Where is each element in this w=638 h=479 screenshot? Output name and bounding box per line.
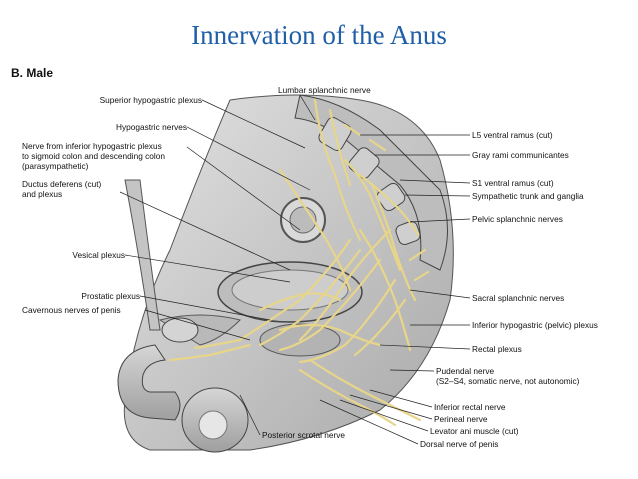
label-gray-rami: Gray rami communicantes bbox=[472, 150, 569, 160]
slide-title: Innervation of the Anus bbox=[191, 20, 447, 50]
label-sympathetic-trunk: Sympathetic trunk and ganglia bbox=[472, 191, 584, 201]
label-nerve-inferior-hypogastric-3: (parasympathetic) bbox=[22, 161, 89, 171]
label-pudendal-nerve-1: Pudendal nerve bbox=[436, 366, 495, 376]
label-ductus-deferens-1: Ductus deferens (cut) bbox=[22, 179, 102, 189]
label-posterior-scrotal-nerve: Posterior scrotal nerve bbox=[262, 430, 346, 440]
label-cavernous-nerves: Cavernous nerves of penis bbox=[22, 305, 121, 315]
autonomic-nerve-plexus bbox=[168, 98, 430, 427]
label-l5-ventral-ramus: L5 ventral ramus (cut) bbox=[472, 130, 553, 140]
label-perineal-nerve: Perineal nerve bbox=[434, 414, 488, 424]
panel-label: B. Male bbox=[11, 66, 54, 80]
label-pudendal-nerve-2: (S2–S4, somatic nerve, not autonomic) bbox=[436, 376, 580, 386]
label-dorsal-nerve-of-penis: Dorsal nerve of penis bbox=[420, 439, 499, 449]
label-inferior-rectal-nerve: Inferior rectal nerve bbox=[434, 402, 506, 412]
leader-lines bbox=[119, 94, 471, 445]
label-prostatic-plexus: Prostatic plexus bbox=[81, 291, 140, 301]
label-nerve-inferior-hypogastric-2: to sigmoid colon and descending colon bbox=[22, 151, 165, 161]
label-nerve-inferior-hypogastric-1: Nerve from inferior hypogastric plexus bbox=[22, 141, 162, 151]
external-genitalia bbox=[117, 344, 249, 453]
label-levator-ani-muscle: Levator ani muscle (cut) bbox=[430, 426, 519, 436]
label-hypogastric-nerves: Hypogastric nerves bbox=[115, 122, 187, 132]
label-ductus-deferens-2: and plexus bbox=[22, 189, 63, 199]
label-s1-ventral-ramus: S1 ventral ramus (cut) bbox=[472, 178, 554, 188]
label-pelvic-splanchnic-nerves: Pelvic splanchnic nerves bbox=[472, 214, 563, 224]
label-superior-hypogastric-plexus: Superior hypogastric plexus bbox=[99, 95, 202, 105]
label-sacral-splanchnic-nerves: Sacral splanchnic nerves bbox=[472, 293, 565, 303]
label-lumbar-splanchnic-nerve: Lumbar splanchnic nerve bbox=[278, 85, 371, 95]
label-inferior-hypogastric-plexus: Inferior hypogastric (pelvic) plexus bbox=[472, 320, 598, 330]
label-rectal-plexus: Rectal plexus bbox=[472, 344, 522, 354]
label-vesical-plexus: Vesical plexus bbox=[72, 250, 125, 260]
